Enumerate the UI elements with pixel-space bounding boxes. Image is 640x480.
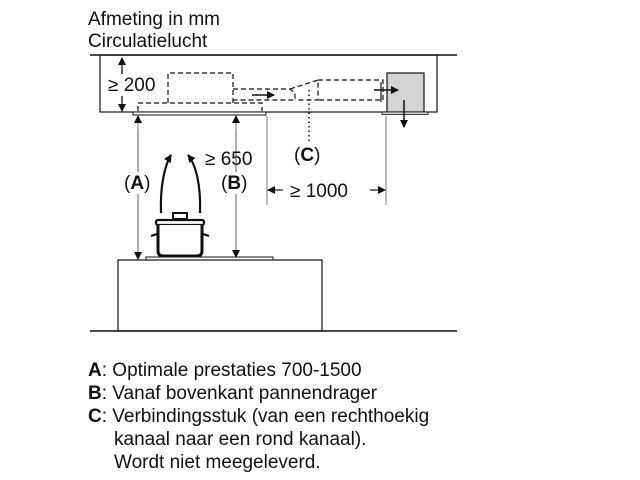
- recirculation-unit: [386, 72, 425, 113]
- kitchen-counter: [117, 259, 323, 332]
- label-b: (B): [221, 173, 247, 194]
- ceiling-box: [99, 54, 438, 113]
- legend-item-a: A: Optimale prestaties 700-1500: [88, 360, 362, 381]
- steam-arrow-right: [187, 154, 202, 214]
- diagram-title: Afmeting in mm: [88, 9, 220, 30]
- label-c: (C): [294, 145, 320, 166]
- legend-item-c-line2: kanaal naar een rond kanaal).: [114, 429, 366, 450]
- cooking-pot-icon: [150, 212, 210, 258]
- diagram-subtitle: Circulatielucht: [88, 31, 208, 52]
- dim-650-label: ≥ 650: [205, 149, 252, 170]
- hood-panel: [132, 111, 267, 116]
- legend-item-c: C: Verbindingsstuk (van een rechthoekig: [88, 406, 429, 427]
- steam-arrow-left: [159, 154, 172, 214]
- hood-dashed-outline: [137, 72, 384, 111]
- legend-item-b: B: Vanaf bovenkant pannendrager: [88, 383, 378, 404]
- dim-1000-label: ≥ 1000: [290, 181, 348, 202]
- label-a: (A): [124, 173, 150, 194]
- legend-item-c-line3: Wordt niet meegeleverd.: [114, 452, 321, 473]
- dim-200-label: ≥ 200: [108, 75, 155, 96]
- legend: A: Optimale prestaties 700-1500 B: Vanaf…: [88, 360, 429, 473]
